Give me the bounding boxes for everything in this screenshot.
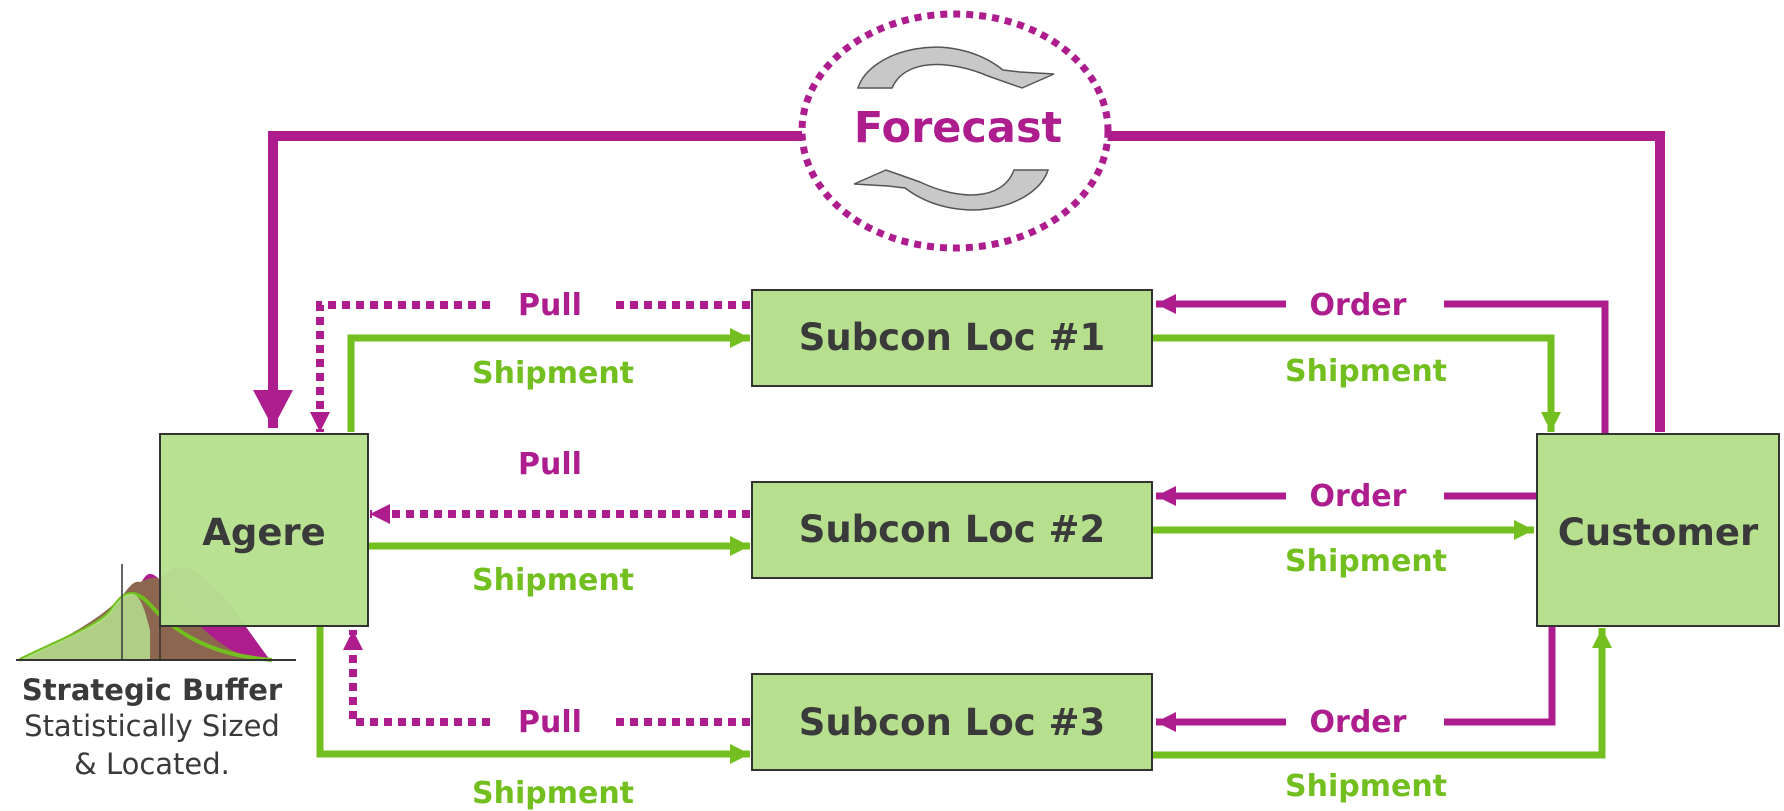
shipment-label-cust-1: Shipment: [1285, 354, 1447, 389]
pull-label-3: Pull: [518, 705, 582, 740]
customer-shipment-flows: [1152, 334, 1612, 759]
pull-flows: [310, 301, 750, 726]
customer-label: Customer: [1558, 511, 1759, 554]
subcon-3-label: Subcon Loc #3: [799, 701, 1106, 744]
forecast-to-agere-line: [253, 131, 805, 428]
buffer-title: Strategic Buffer: [22, 673, 283, 707]
shipment-line-cust-1: [1152, 334, 1561, 432]
order-label-2: Order: [1310, 479, 1407, 514]
shipment-label-cust-2: Shipment: [1285, 544, 1447, 579]
agere-label: Agere: [202, 511, 326, 554]
shipment-label-agere-2: Shipment: [472, 563, 634, 598]
subcon-3-node: Subcon Loc #3: [751, 673, 1153, 771]
shipment-line-agere-3: [316, 627, 750, 764]
forecast-label: Forecast: [854, 103, 1062, 153]
subcon-1-label: Subcon Loc #1: [799, 316, 1106, 359]
buffer-line-1: Statistically Sized: [24, 709, 280, 743]
order-line-1: [1444, 300, 1609, 436]
customer-to-forecast-line: [1106, 131, 1665, 432]
order-label-1: Order: [1310, 288, 1407, 323]
shipment-label-agere-3: Shipment: [472, 776, 634, 811]
agere-node: Agere: [159, 433, 369, 627]
order-flows: [1156, 294, 1609, 732]
pull-line-1: [310, 301, 490, 432]
pull-label-2: Pull: [518, 447, 582, 482]
order-label-3: Order: [1310, 705, 1407, 740]
shipment-line-cust-3: [1152, 628, 1612, 759]
shipment-line-agere-1: [347, 328, 750, 432]
forecast-loop: [253, 131, 1665, 432]
customer-node: Customer: [1536, 433, 1780, 627]
shipment-label-agere-1: Shipment: [472, 356, 634, 391]
order-line-3: [1444, 622, 1556, 726]
pull-line-3: [343, 630, 490, 726]
pull-label-1: Pull: [518, 288, 582, 323]
subcon-2-node: Subcon Loc #2: [751, 481, 1153, 579]
cycle-arrows-icon: [853, 46, 1055, 211]
buffer-line-2: & Located.: [74, 747, 230, 781]
agere-shipment-flows: [316, 328, 750, 764]
subcon-1-node: Subcon Loc #1: [751, 289, 1153, 387]
forecast-node: Forecast: [798, 10, 1112, 252]
shipment-label-cust-3: Shipment: [1285, 769, 1447, 804]
subcon-2-label: Subcon Loc #2: [799, 508, 1106, 551]
